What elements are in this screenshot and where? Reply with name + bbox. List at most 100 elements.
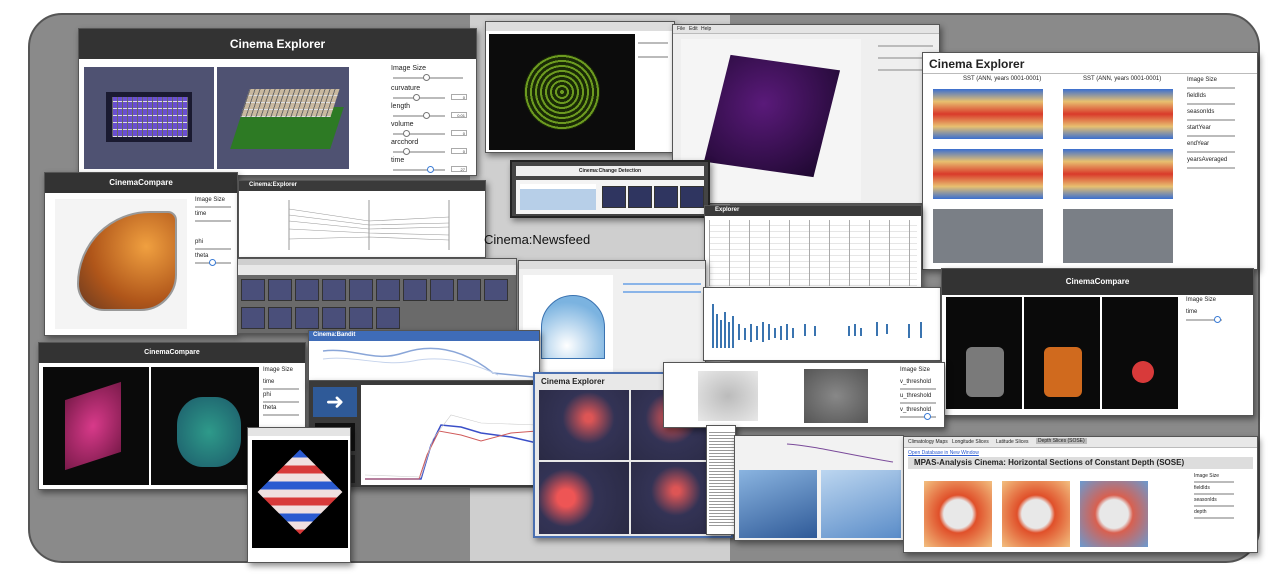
param-value-time[interactable]: 27 <box>451 166 467 172</box>
control-slider[interactable] <box>1186 316 1222 323</box>
control-slider[interactable] <box>1187 103 1235 105</box>
decay-line-chart[interactable] <box>785 440 895 468</box>
image-thumbnail[interactable] <box>628 186 652 208</box>
image-thumbnail[interactable] <box>680 186 704 208</box>
blue-field-tile[interactable] <box>821 470 901 538</box>
control-slider[interactable] <box>1194 505 1234 507</box>
param-slider-curvature[interactable] <box>393 94 445 101</box>
parallel-table[interactable] <box>709 220 917 286</box>
control-slider[interactable] <box>900 388 936 390</box>
image-thumbnail[interactable] <box>457 279 481 301</box>
line-chart[interactable] <box>313 343 535 383</box>
image-thumbnail[interactable] <box>268 307 292 329</box>
rings-image[interactable] <box>489 34 635 150</box>
arrow-button[interactable]: ➜ <box>313 387 357 417</box>
image-size-slider[interactable] <box>393 74 463 81</box>
control-slider[interactable] <box>1187 87 1235 89</box>
plot-area[interactable] <box>361 385 538 485</box>
view-network-image[interactable] <box>84 67 214 169</box>
timeline-chart[interactable] <box>520 184 596 210</box>
image-thumbnail[interactable] <box>376 279 400 301</box>
foam-image-orange[interactable] <box>1024 297 1100 409</box>
control-slider[interactable] <box>1187 167 1235 169</box>
image-thumbnail[interactable] <box>349 279 373 301</box>
menu-help[interactable]: Help <box>701 26 712 32</box>
bar-distribution-chart[interactable] <box>708 294 938 358</box>
antarctic-map[interactable] <box>1080 481 1148 547</box>
image-thumbnail[interactable] <box>268 279 292 301</box>
image-thumbnail[interactable] <box>295 279 319 301</box>
tab-depth-slices[interactable]: Depth Slices (SOSE) <box>1036 438 1087 444</box>
control-slider[interactable] <box>900 413 936 420</box>
volume-render-green[interactable] <box>151 367 259 485</box>
image-thumbnail[interactable] <box>295 307 319 329</box>
control-slider[interactable] <box>1187 135 1235 137</box>
image-thumbnail[interactable] <box>322 307 346 329</box>
tab-latitude-slices[interactable]: Latitude Slices <box>996 439 1029 445</box>
control-slider[interactable] <box>1187 151 1235 153</box>
sst-map[interactable] <box>1063 89 1173 139</box>
image-thumbnail[interactable] <box>241 279 265 301</box>
image-thumbnail[interactable] <box>349 307 373 329</box>
param-value-volume[interactable]: 0 <box>451 130 467 136</box>
tab-climatology-maps[interactable]: Climatology Maps <box>908 439 948 445</box>
sst-map[interactable] <box>1063 149 1173 199</box>
foam-image-gray[interactable] <box>946 297 1022 409</box>
volume-tile[interactable] <box>539 462 629 534</box>
menu-edit[interactable]: Edit <box>689 26 698 32</box>
sst-map[interactable] <box>933 149 1043 199</box>
sphere-octant-image[interactable] <box>55 199 187 329</box>
image-thumbnail[interactable] <box>241 307 265 329</box>
image-thumbnail[interactable] <box>430 279 454 301</box>
cube-surface[interactable] <box>804 369 868 423</box>
tab-longitude-slices[interactable]: Longitude Slices <box>952 439 989 445</box>
menu-file[interactable]: File <box>677 26 686 32</box>
control-slider[interactable] <box>1187 119 1235 121</box>
image-thumbnail[interactable] <box>602 186 626 208</box>
param-value-arcchord[interactable]: 0 <box>451 148 467 154</box>
parallel-coordinates-chart[interactable] <box>249 195 479 255</box>
sst-map[interactable] <box>933 209 1043 263</box>
param-slider-volume[interactable] <box>393 130 445 137</box>
param-value-curvature[interactable]: 0 <box>451 94 467 100</box>
cube-wireframe[interactable] <box>698 371 758 421</box>
panel-slider[interactable] <box>638 56 668 58</box>
volume-tile[interactable] <box>539 390 629 460</box>
image-thumbnail[interactable] <box>484 279 508 301</box>
panel-slider[interactable] <box>878 57 933 59</box>
panel-slider[interactable] <box>878 69 933 71</box>
image-thumbnail[interactable] <box>376 307 400 329</box>
panel-slider[interactable] <box>638 42 668 44</box>
param-slider-arcchord[interactable] <box>393 148 445 155</box>
control-slider[interactable] <box>1194 517 1234 519</box>
sst-map[interactable] <box>1063 209 1173 263</box>
control-slider[interactable] <box>900 402 936 404</box>
sst-map[interactable] <box>933 89 1043 139</box>
control-slider[interactable] <box>1194 493 1234 495</box>
control-slider[interactable] <box>1194 481 1234 483</box>
panel-slider[interactable] <box>623 283 701 285</box>
antarctic-map[interactable] <box>1002 481 1070 547</box>
param-slider-time[interactable] <box>393 166 445 173</box>
antarctic-map[interactable] <box>924 481 992 547</box>
panel-slider[interactable] <box>623 291 701 293</box>
foam-image-red[interactable] <box>1102 297 1178 409</box>
open-database-link[interactable]: Open Database in New Window <box>908 450 979 456</box>
volume-render-red[interactable] <box>43 367 149 485</box>
control-slider[interactable] <box>195 220 231 222</box>
cube-render-image[interactable] <box>681 39 861 201</box>
image-thumbnail[interactable] <box>654 186 678 208</box>
control-slider[interactable] <box>263 388 299 390</box>
param-value-length[interactable]: 0.01 <box>451 112 467 118</box>
wave-pattern-image[interactable] <box>252 440 348 548</box>
param-slider-length[interactable] <box>393 112 445 119</box>
control-slider[interactable] <box>195 259 231 266</box>
image-thumbnail[interactable] <box>322 279 346 301</box>
control-slider[interactable] <box>263 401 299 403</box>
control-slider[interactable] <box>263 414 299 416</box>
view-terrain-image[interactable] <box>217 67 349 169</box>
control-slider[interactable] <box>195 206 231 208</box>
image-thumbnail[interactable] <box>403 279 427 301</box>
panel-slider[interactable] <box>878 45 933 47</box>
control-slider[interactable] <box>195 248 231 250</box>
